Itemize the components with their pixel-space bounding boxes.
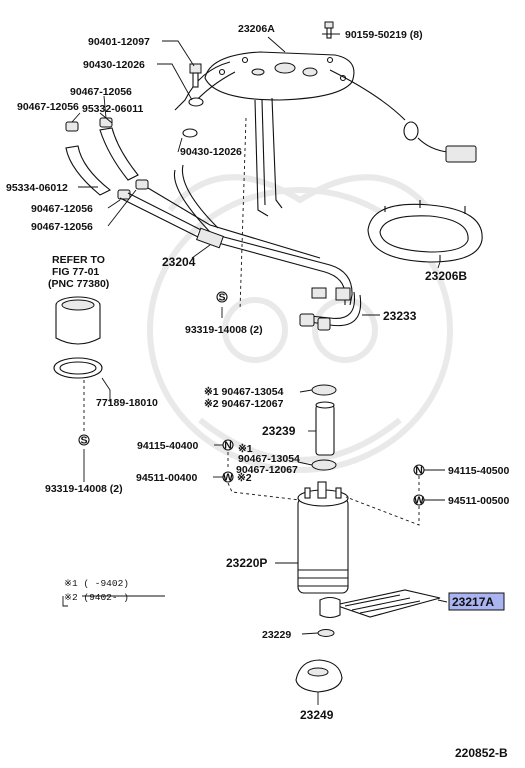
label-90467-c[interactable]: 90467-12056 bbox=[31, 203, 93, 215]
label-90401[interactable]: 90401-12097 bbox=[88, 36, 150, 48]
svg-text:N: N bbox=[415, 465, 423, 477]
clip-90467-c[interactable] bbox=[117, 189, 131, 200]
pipe-23233[interactable] bbox=[299, 291, 362, 331]
label-95334[interactable]: 95334-06012 bbox=[6, 182, 68, 194]
label-90430-b[interactable]: 90430-12026 bbox=[180, 146, 242, 158]
label-94115-40500[interactable]: 94115-40500 bbox=[448, 465, 509, 477]
label-90430-a[interactable]: 90430-12026 bbox=[83, 59, 145, 71]
fuel-tube-23204[interactable] bbox=[119, 164, 353, 306]
hose-23239[interactable] bbox=[315, 401, 335, 456]
label-23239[interactable]: 23239 bbox=[262, 424, 296, 438]
label-23233[interactable]: 23233 bbox=[383, 309, 417, 323]
label-93319-a[interactable]: 93319-14008 (2) bbox=[185, 324, 263, 336]
fuel-filter[interactable] bbox=[55, 296, 101, 345]
label-23220p[interactable]: 23220P bbox=[226, 556, 267, 570]
clip-90467-b[interactable] bbox=[99, 117, 113, 128]
symbol-w-a: W bbox=[222, 471, 234, 484]
cushion-23229[interactable] bbox=[317, 629, 335, 637]
gasket-23206b[interactable] bbox=[367, 200, 483, 263]
symbol-s-b: S bbox=[78, 434, 90, 447]
symbol-n-b: N bbox=[413, 464, 425, 477]
label-mark2-small: ※2 bbox=[237, 472, 252, 484]
diagram-id: 220852-B bbox=[455, 746, 508, 760]
label-77189[interactable]: 77189-18010 bbox=[96, 397, 158, 409]
filter-23217a[interactable] bbox=[319, 589, 441, 619]
bracket-23249[interactable] bbox=[295, 659, 343, 693]
clamp-90467-12067[interactable] bbox=[311, 459, 337, 471]
refer-line-1: REFER TO bbox=[52, 254, 105, 266]
bolt-90401[interactable] bbox=[189, 63, 202, 88]
label-23229[interactable]: 23229 bbox=[262, 629, 291, 641]
gasket-77189[interactable] bbox=[53, 357, 103, 379]
label-23204[interactable]: 23204 bbox=[162, 255, 196, 269]
label-23249[interactable]: 23249 bbox=[300, 708, 334, 722]
symbol-s-a: S bbox=[216, 291, 228, 304]
highlight-23217a bbox=[448, 592, 505, 611]
label-94511-00400[interactable]: 94511-00400 bbox=[136, 472, 197, 484]
label-95332[interactable]: 95332-06011 bbox=[82, 103, 143, 115]
svg-text:S: S bbox=[218, 292, 225, 304]
label-93319-b[interactable]: 93319-14008 (2) bbox=[45, 483, 123, 495]
gasket-90430-top[interactable] bbox=[188, 97, 204, 107]
clamp-90467-13054[interactable] bbox=[311, 384, 337, 396]
svg-text:W: W bbox=[414, 495, 424, 507]
fuel-pump-23220p[interactable] bbox=[297, 481, 349, 594]
svg-text:S: S bbox=[80, 435, 87, 447]
label-mark2-90467-12067[interactable]: ※2 90467-12067 bbox=[204, 398, 284, 410]
label-23206b[interactable]: 23206B bbox=[425, 269, 467, 283]
label-mark1-90467-13054[interactable]: ※1 90467-13054 bbox=[204, 386, 284, 398]
label-23217a[interactable]: 23217A bbox=[452, 595, 494, 609]
label-94511-00500[interactable]: 94511-00500 bbox=[448, 495, 509, 507]
label-90467-a[interactable]: 90467-12056 bbox=[17, 101, 79, 113]
legend-row-1: ※1 ( -9402) bbox=[64, 578, 129, 589]
label-mark1-small: ※1 bbox=[238, 443, 253, 455]
legend-row-2: ※2 (9402- ) bbox=[64, 592, 129, 603]
symbol-w-b: W bbox=[413, 494, 425, 507]
symbol-n-a: N bbox=[222, 439, 234, 452]
assembly-dashed-lines bbox=[83, 117, 420, 526]
gasket-90430-lower[interactable] bbox=[182, 128, 198, 138]
part-23206a-plate[interactable] bbox=[174, 51, 477, 217]
refer-line-2[interactable]: FIG 77-01 bbox=[52, 266, 99, 278]
hose-95332[interactable] bbox=[99, 127, 139, 181]
label-90467-d[interactable]: 90467-12056 bbox=[31, 221, 93, 233]
svg-text:N: N bbox=[224, 440, 232, 452]
label-90467-b[interactable]: 90467-12056 bbox=[70, 86, 132, 98]
refer-line-3[interactable]: (PNC 77380) bbox=[48, 278, 109, 290]
label-90159[interactable]: 90159-50219 (8) bbox=[345, 29, 423, 41]
clip-90467-a[interactable] bbox=[65, 121, 79, 132]
label-23206a[interactable]: 23206A bbox=[238, 23, 275, 35]
hose-95334[interactable] bbox=[65, 145, 112, 196]
label-94115-40400[interactable]: 94115-40400 bbox=[137, 440, 198, 452]
svg-text:W: W bbox=[223, 472, 233, 484]
label-90467-12067-b[interactable]: 90467-12067 bbox=[236, 464, 298, 476]
screw-90159[interactable] bbox=[324, 21, 334, 39]
leader-lines bbox=[62, 33, 448, 705]
clip-90467-d[interactable] bbox=[135, 179, 149, 190]
label-90467-13054-b[interactable]: 90467-13054 bbox=[238, 453, 300, 465]
